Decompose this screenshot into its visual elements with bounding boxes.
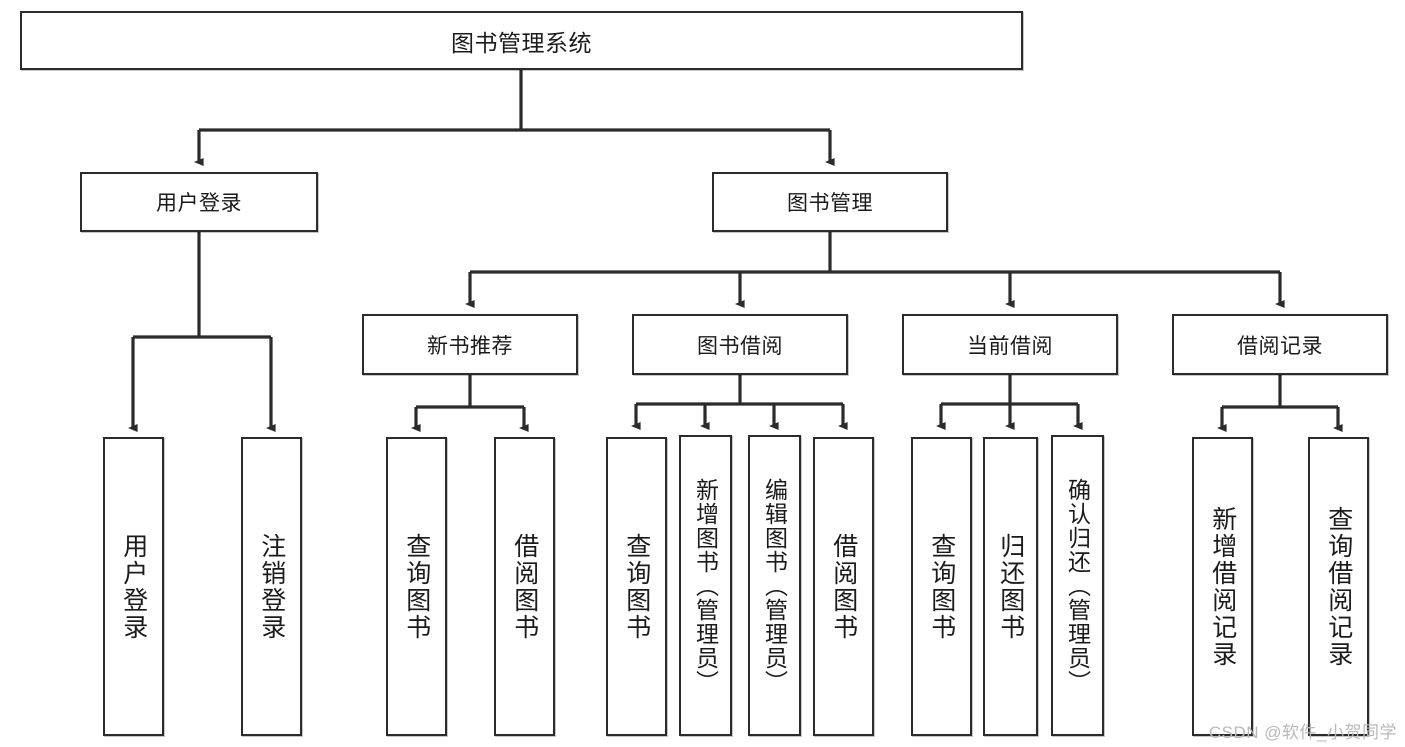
node-label: 当前借阅 — [967, 334, 1053, 358]
node-label: 查询图书 — [402, 532, 431, 641]
leaf-borrow-record-add-record[interactable]: 新增借阅记录 — [1192, 437, 1253, 736]
node-current-borrow[interactable]: 当前借阅 — [902, 314, 1118, 375]
leaf-current-borrow-return-book[interactable]: 归还图书 — [983, 437, 1038, 736]
node-label: 确认归还（管理员） — [1064, 477, 1091, 694]
node-label: 归还图书 — [996, 532, 1025, 641]
leaf-user-login-logout[interactable]: 注销登录 — [241, 437, 302, 736]
node-label: 新书推荐 — [427, 334, 513, 358]
leaf-current-borrow-query-book[interactable]: 查询图书 — [911, 437, 972, 736]
node-label: 查询图书 — [927, 532, 956, 641]
node-label: 编辑图书（管理员） — [761, 477, 788, 694]
node-label: 图书管理系统 — [451, 29, 592, 56]
leaf-current-borrow-confirm-return-admin[interactable]: 确认归还（管理员） — [1051, 435, 1104, 736]
node-label: 查询图书 — [622, 532, 651, 641]
node-label: 图书管理 — [787, 192, 873, 215]
node-book-management[interactable]: 图书管理 — [712, 172, 948, 232]
leaf-book-borrow-query-book[interactable]: 查询图书 — [606, 437, 667, 736]
node-user-login[interactable]: 用户登录 — [80, 172, 318, 232]
leaf-book-borrow-add-book-admin[interactable]: 新增图书（管理员） — [679, 435, 732, 736]
node-label: 新增借阅记录 — [1208, 505, 1237, 668]
node-label: 查询借阅记录 — [1324, 505, 1353, 668]
leaf-new-book-query-book[interactable]: 查询图书 — [386, 437, 447, 736]
node-label: 新增图书（管理员） — [692, 477, 719, 694]
node-label: 借阅图书 — [510, 532, 539, 641]
node-label: 图书借阅 — [697, 334, 783, 358]
node-borrow-record[interactable]: 借阅记录 — [1172, 314, 1388, 375]
node-new-book-recommend[interactable]: 新书推荐 — [362, 314, 578, 375]
leaf-borrow-record-query-record[interactable]: 查询借阅记录 — [1308, 437, 1369, 736]
leaf-user-login-login[interactable]: 用户登录 — [103, 437, 164, 736]
node-label: 用户登录 — [119, 532, 148, 641]
node-label: 注销登录 — [257, 532, 286, 641]
leaf-new-book-borrow-book[interactable]: 借阅图书 — [494, 437, 555, 736]
node-root-library-management-system[interactable]: 图书管理系统 — [20, 11, 1023, 70]
leaf-book-borrow-borrow-book[interactable]: 借阅图书 — [813, 437, 874, 736]
watermark-text: CSDN @软件_小贺同学 — [1208, 723, 1397, 742]
node-label: 用户登录 — [156, 192, 242, 215]
leaf-book-borrow-edit-book-admin[interactable]: 编辑图书（管理员） — [748, 435, 801, 736]
node-book-borrow[interactable]: 图书借阅 — [632, 314, 848, 375]
node-label: 借阅记录 — [1237, 334, 1323, 358]
node-label: 借阅图书 — [829, 532, 858, 641]
